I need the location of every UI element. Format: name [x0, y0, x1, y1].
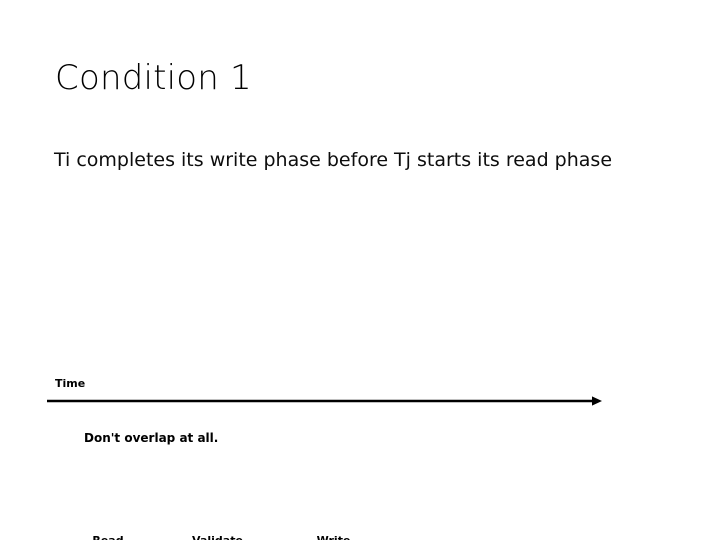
timeline-ti-phase-read: Read	[51, 535, 165, 540]
time-arrow-icon	[47, 396, 602, 406]
slide-body-text: Ti completes its write phase before Tj s…	[54, 149, 613, 171]
timeline-ti-phase-validate: Validate	[165, 535, 270, 540]
timeline-ti: Ti Read Validate Write	[0, 265, 720, 540]
time-axis-label: Time	[55, 377, 86, 390]
time-axis: Time	[0, 378, 720, 408]
timeline-tj: Tj Read Validate Write	[0, 317, 720, 357]
page-title: Condition 1	[55, 58, 252, 98]
timeline-ti-phase-write: Write	[270, 535, 397, 540]
slide-caption: Don't overlap at all.	[84, 431, 219, 445]
